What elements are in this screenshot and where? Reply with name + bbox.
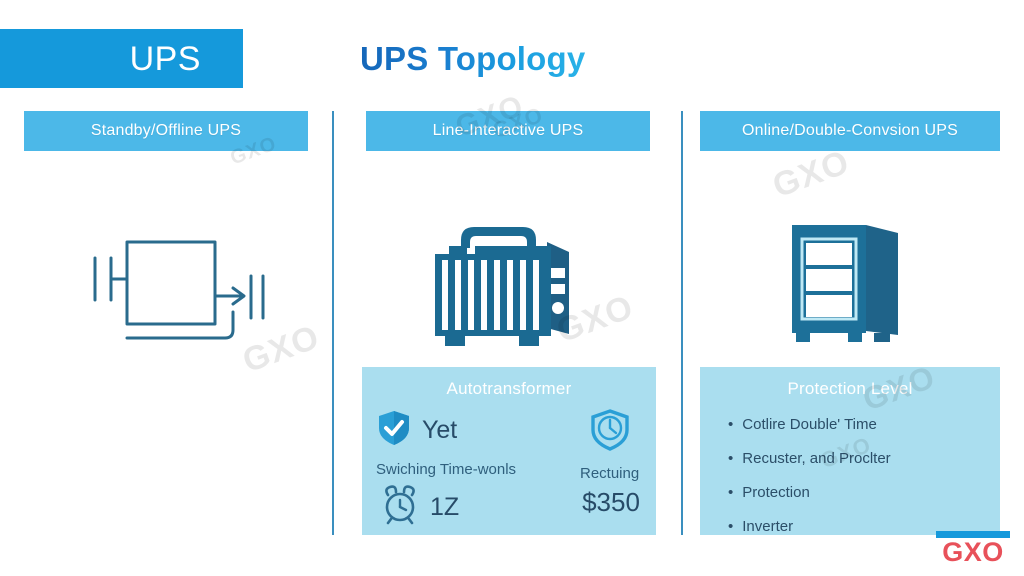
logo-bar	[936, 531, 1010, 538]
list-item-label: Protection	[742, 484, 810, 501]
column-divider-1	[332, 111, 334, 535]
ups-circuit-diagram-icon	[6, 165, 324, 415]
brand-label: UPS	[129, 39, 201, 78]
list-item: • Cotlire Double' Time	[728, 417, 986, 432]
panel-title: Autotransformer	[446, 379, 572, 398]
column-divider-2	[681, 111, 683, 535]
column-standby: Standby/Offline UPS	[6, 105, 324, 545]
column-header-label: Standby/Offline UPS	[90, 122, 242, 139]
topology-columns: Standby/Offline UPS Li	[0, 105, 1024, 545]
list-item-label: Recuster, and Proclter	[742, 450, 891, 467]
list-item: • Recuster, and Proclter	[728, 451, 986, 466]
info-panel-line-interactive: Autotransformer Yet Swiching Tim	[362, 367, 656, 535]
metric-sublabel: Rectuing	[580, 465, 640, 482]
alarm-clock-icon	[380, 485, 420, 530]
column-header-label: Online/Double-Convsion UPS	[742, 122, 958, 139]
panel-metrics: Yet Swiching Time-wonls	[362, 409, 656, 529]
bullet-dot-icon: •	[728, 450, 734, 467]
metric-price: $350	[568, 489, 654, 516]
brand-bar: UPS	[0, 29, 243, 88]
shield-clock-icon	[590, 409, 630, 456]
column-header-line-interactive[interactable]: Line-Interactive UPS	[366, 111, 650, 151]
list-item: • Protection	[728, 485, 986, 500]
column-line-interactive: Line-Interactive UPS	[348, 105, 666, 545]
column-header-label: Line-Interactive UPS	[432, 122, 584, 139]
metric-value: Yet	[422, 416, 458, 444]
column-header-standby[interactable]: Standby/Offline UPS	[24, 111, 308, 151]
metric-switching-time: Yet Swiching Time-wonls	[376, 409, 516, 477]
metric-runtime: 1Z	[380, 485, 459, 530]
list-item-label: Cotlire Double' Time	[742, 416, 877, 433]
panel-title: Protection Level	[787, 379, 913, 398]
gxo-logo: GXO	[936, 531, 1010, 566]
metric-value: $350	[582, 487, 640, 517]
ups-cabinet-icon	[690, 157, 1008, 405]
metric-sublabel: Swiching Time-wonls	[376, 461, 517, 478]
info-panel-online: Protection Level • Cotlire Double' Time …	[700, 367, 1000, 535]
column-header-online[interactable]: Online/Double-Convsion UPS	[700, 111, 1000, 151]
bullet-dot-icon: •	[728, 518, 734, 535]
shield-check-icon	[376, 409, 412, 452]
column-online-double-conversion: Online/Double-Convsion UPS Protection Le…	[690, 105, 1008, 545]
ups-transformer-unit-icon	[348, 157, 666, 405]
metric-rectifying: Rectuing	[580, 409, 639, 481]
metric-value: 1Z	[430, 493, 460, 521]
list-item-label: Inverter	[742, 518, 794, 535]
logo-text: GXO	[942, 537, 1004, 567]
list-item: • Inverter	[728, 519, 986, 534]
bullet-dot-icon: •	[728, 416, 734, 433]
page-title: UPS Topology	[360, 40, 586, 77]
protection-bullet-list: • Cotlire Double' Time • Recuster, and P…	[728, 417, 986, 553]
bullet-dot-icon: •	[728, 484, 734, 501]
